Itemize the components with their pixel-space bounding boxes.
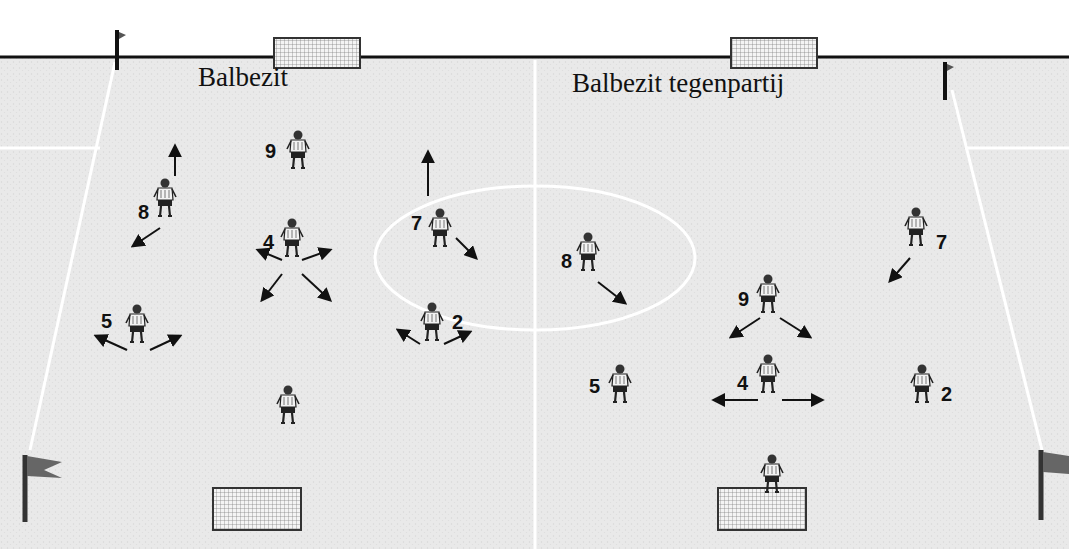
players <box>126 131 933 493</box>
player-number: 5 <box>101 311 112 331</box>
panel-heading: Balbezit <box>198 64 288 91</box>
player-number: 4 <box>263 232 274 252</box>
corner-flags <box>25 30 1069 522</box>
player-number: 9 <box>738 289 749 309</box>
player-number: 8 <box>561 251 572 271</box>
player-number: 8 <box>138 202 149 222</box>
pitch-ground <box>0 58 1069 549</box>
panel-heading: Balbezit tegenpartij <box>572 70 784 97</box>
player-number: 5 <box>589 376 600 396</box>
player-number: 9 <box>265 141 276 161</box>
top-line <box>0 56 1069 59</box>
movement-arrows <box>96 146 910 400</box>
player-number: 7 <box>411 213 422 233</box>
goals <box>213 38 817 530</box>
pitch-markings <box>0 60 1069 549</box>
top-margin <box>0 0 1069 57</box>
player-number: 7 <box>936 232 947 252</box>
player-number: 2 <box>941 384 952 404</box>
player-number: 2 <box>452 312 463 332</box>
player-number: 4 <box>737 373 748 393</box>
